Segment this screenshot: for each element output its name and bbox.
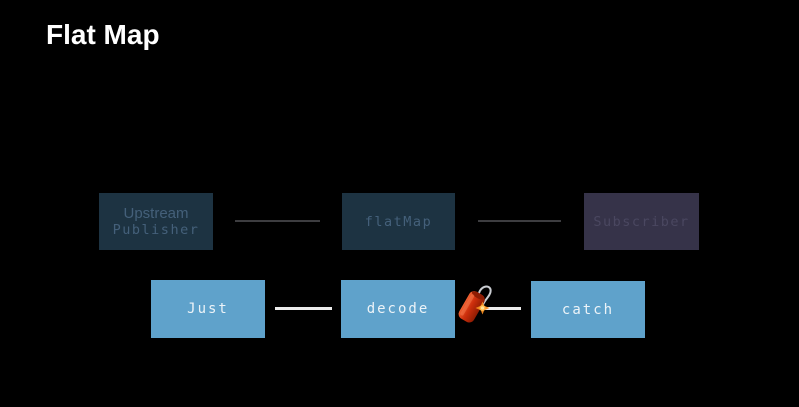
flatmap-label: flatMap — [364, 213, 433, 230]
just-label: Just — [187, 301, 229, 317]
connector-decode-to-catch — [477, 307, 521, 310]
slide-title: Flat Map — [46, 19, 160, 50]
connector-just-to-decode — [275, 307, 332, 310]
connector-flatmap-to-subscriber — [478, 220, 561, 222]
node-upstream-publisher: Upstream Publisher — [99, 193, 213, 250]
catch-label: catch — [561, 301, 615, 318]
node-just: Just — [151, 280, 265, 338]
upstream-label-line2: Publisher — [112, 221, 200, 238]
node-decode: decode — [341, 280, 455, 338]
decode-label: decode — [366, 301, 430, 317]
upstream-label-line1: Upstream — [123, 204, 189, 222]
connector-upstream-to-flatmap — [235, 220, 320, 222]
firecracker-icon — [458, 285, 492, 323]
node-catch: catch — [531, 281, 645, 338]
subscriber-label: Subscriber — [593, 213, 690, 230]
node-flatmap: flatMap — [342, 193, 455, 250]
node-subscriber: Subscriber — [584, 193, 699, 250]
